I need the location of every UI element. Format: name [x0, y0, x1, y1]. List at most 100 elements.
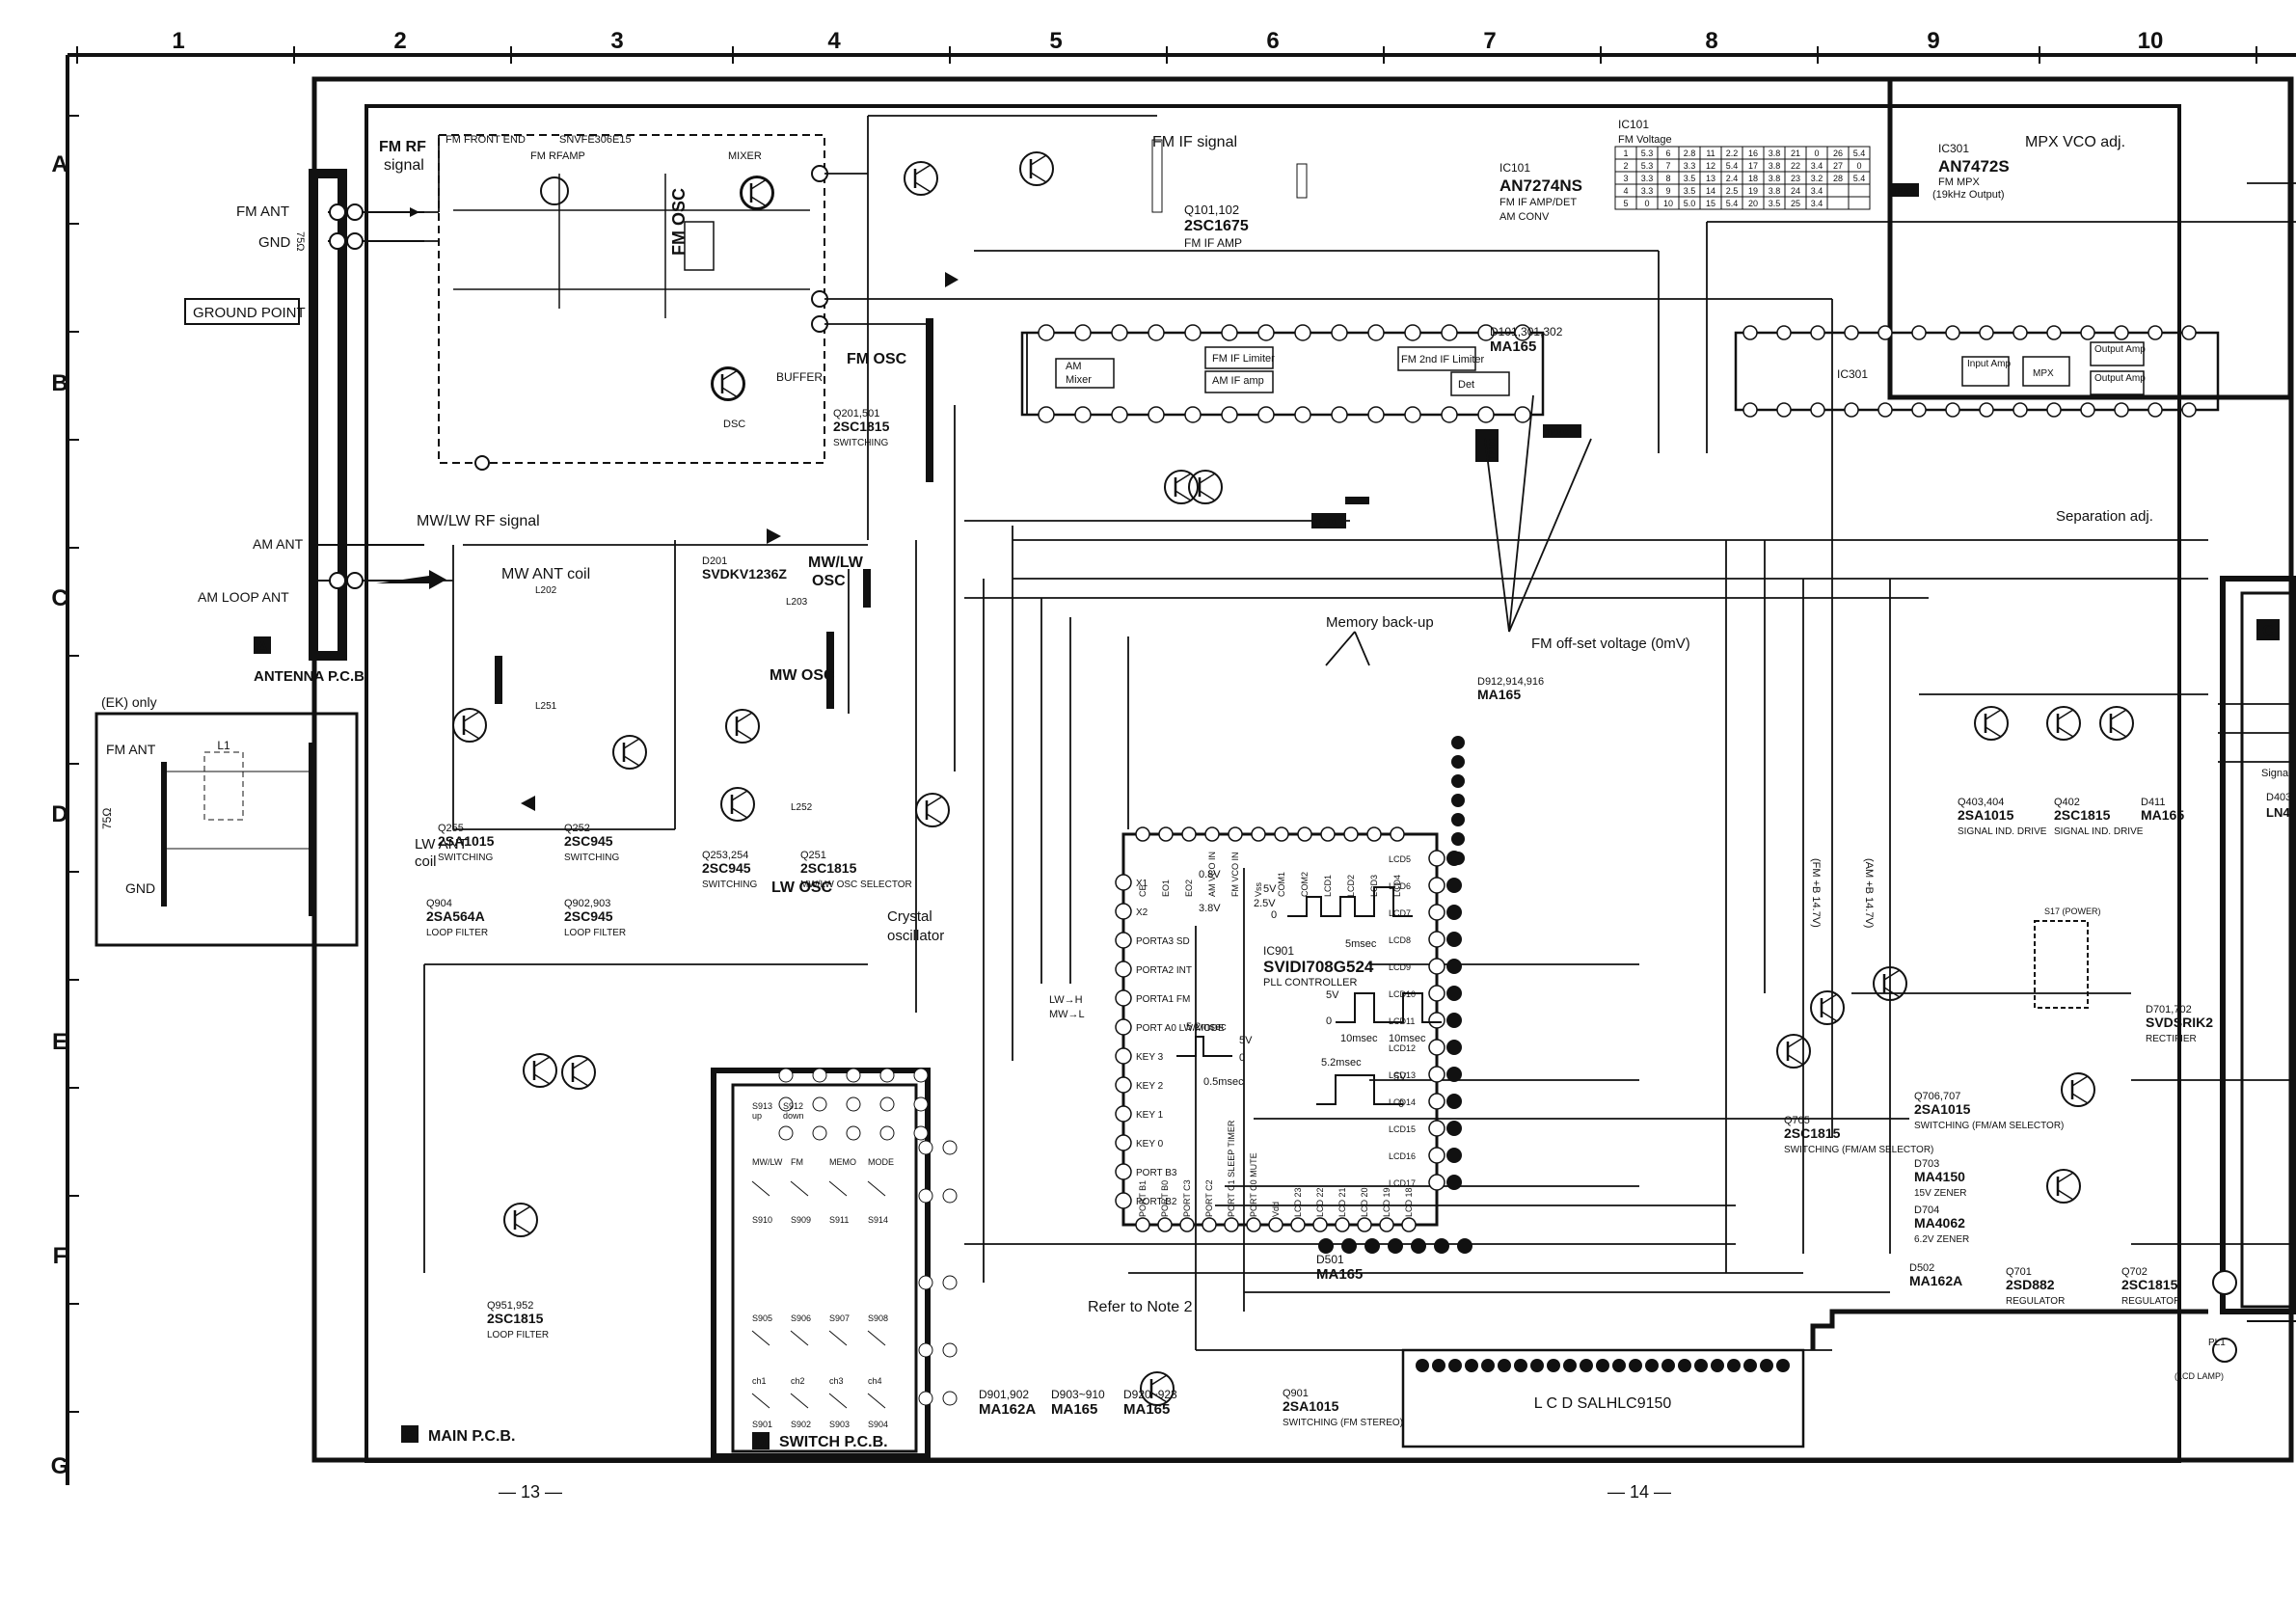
coil-l251: L251	[535, 701, 557, 712]
ic901-top-pin-label: FM VCO IN	[1230, 853, 1240, 898]
main-pcb-marker	[401, 1425, 419, 1443]
ic101-pin	[1294, 324, 1311, 341]
mw-l-label: MW→L	[1049, 1009, 1085, 1020]
ic901-desc: PLL CONTROLLER	[1263, 977, 1357, 988]
ic301-note: (19kHz Output)	[1932, 189, 2005, 201]
ic101-pin	[1184, 324, 1202, 341]
ic901-bottom-pin-label: LCD 21	[1337, 1187, 1347, 1217]
ic901-pin	[1115, 932, 1132, 949]
ic901-bottom-pin-label: LCD 19	[1382, 1187, 1391, 1217]
antenna-pcb-letter: A	[257, 639, 268, 656]
ic901-top-pin-label: COM1	[1277, 872, 1286, 897]
ic901-pin	[1343, 826, 1359, 842]
grid-row-label: D	[51, 801, 68, 827]
ic901-pin	[1366, 826, 1382, 842]
switch-ref: S904	[868, 1420, 888, 1429]
transistor	[612, 735, 647, 770]
ic901-left-pin-label: PORT B2	[1136, 1197, 1177, 1207]
component-part: MA162A	[1909, 1273, 1962, 1288]
lcd-connector-dot	[1341, 1238, 1357, 1254]
component-ref: Q951,952	[487, 1300, 533, 1312]
transistor	[740, 176, 774, 210]
vtable-value: 15	[1706, 199, 1715, 208]
vtable-value: 20	[1748, 199, 1758, 208]
component-desc: RECTIFIER	[2146, 1034, 2197, 1044]
ic901-pin	[1246, 1217, 1261, 1232]
vtable-value: 5.4	[1726, 199, 1739, 208]
component-part: 2SA1015	[1914, 1101, 1971, 1117]
ic901-pin	[1428, 1093, 1445, 1110]
fm-front-end-box	[438, 134, 825, 464]
ic901-pin	[1115, 989, 1132, 1007]
ic901-top-pin-label: Vss	[1254, 881, 1263, 897]
ic301-pin	[2147, 325, 2163, 340]
switch-function-label: FM	[791, 1157, 803, 1167]
ic101-part: AN7274NS	[1499, 176, 1582, 195]
component-part: 2SC1815	[2121, 1277, 2178, 1292]
ic901-bottom-pin-label: PORT C2	[1204, 1179, 1214, 1217]
ic901-bottom-pin-label: PORT C1 SLEEP TIMER	[1227, 1120, 1236, 1217]
ic301-pin	[2147, 402, 2163, 418]
buffer-label: BUFFER	[776, 370, 823, 384]
v38-label: 3.8V	[1199, 903, 1221, 914]
component-part: MA165	[1477, 687, 1521, 702]
lcd-connector-dot	[1446, 932, 1462, 947]
switch-pin	[879, 1068, 895, 1083]
ic301-pin	[2080, 325, 2095, 340]
vtable-value: 6	[1665, 149, 1670, 158]
switch-channel-label: ch4	[868, 1376, 882, 1386]
gnd-label: GND	[258, 234, 291, 251]
ic901-part: SVIDI708G524	[1263, 958, 1374, 976]
switch-contact	[751, 1180, 770, 1197]
vtable-value: 5.0	[1684, 199, 1696, 208]
ic901-right-pin-label: LCD5	[1389, 854, 1411, 864]
transistor	[503, 1203, 538, 1237]
vtable-cell	[1848, 196, 1871, 210]
vtable-value: 3.5	[1769, 199, 1781, 208]
ic901-pin	[1115, 1192, 1132, 1209]
vtable-value: 11	[1706, 149, 1715, 158]
component-ref: Q702	[2121, 1266, 2147, 1278]
fm-front-end-title: FM FRONT END	[446, 134, 526, 146]
vtable-value: 3.5	[1684, 174, 1696, 183]
component-desc: SWITCHING	[702, 880, 757, 890]
ek-gnd: GND	[125, 880, 155, 896]
switch-pin	[879, 1096, 895, 1112]
lcd-pin	[1776, 1359, 1790, 1372]
switch-contact	[828, 1393, 848, 1409]
vtable-value: 8	[1665, 174, 1670, 183]
ic901-pin	[1428, 850, 1445, 867]
ic901-pin	[1158, 826, 1174, 842]
lcd-pin	[1465, 1359, 1478, 1372]
vtable-value: 0	[1644, 199, 1649, 208]
ic101-pin	[1404, 324, 1421, 341]
vtable-value: 16	[1748, 149, 1758, 158]
lw-osc-label: LW OSC	[771, 880, 833, 896]
ic301-pin	[1945, 402, 1960, 418]
transistor	[1776, 1034, 1811, 1069]
vtable-value: 18	[1748, 174, 1758, 183]
ic101-pin	[1404, 406, 1421, 423]
switch-pin	[942, 1391, 958, 1406]
ic901-pin	[1428, 985, 1445, 1002]
switch-contact	[828, 1330, 848, 1346]
ic901-left-pin-label: PORT A0 LW/MODE	[1136, 1023, 1225, 1034]
ic301-pin	[1742, 325, 1758, 340]
lcd-connector-dot	[1451, 736, 1465, 749]
switch-channel-label: ch2	[791, 1376, 805, 1386]
transistor	[2061, 1072, 2095, 1107]
ic301-pin	[1877, 325, 1893, 340]
lcd-connector-dot	[1451, 774, 1465, 788]
vtable-value: 10	[1663, 199, 1673, 208]
component-desc: LOOP FILTER	[426, 928, 488, 938]
vtable-value: 3.8	[1769, 161, 1781, 171]
vtable-value: 26	[1833, 149, 1843, 158]
ic901-bottom-pin-label: PORT C0 MUTE	[1249, 1152, 1258, 1217]
page-number-left: — 13 —	[499, 1482, 562, 1502]
ic901-ref: IC901	[1263, 944, 1294, 958]
ic901-top-pin-label: LCD1	[1323, 875, 1333, 897]
wave2-t1: 10msec	[1340, 1033, 1378, 1044]
wave3-v-lo: 0	[1398, 1098, 1404, 1110]
ic101-pin	[1441, 406, 1458, 423]
